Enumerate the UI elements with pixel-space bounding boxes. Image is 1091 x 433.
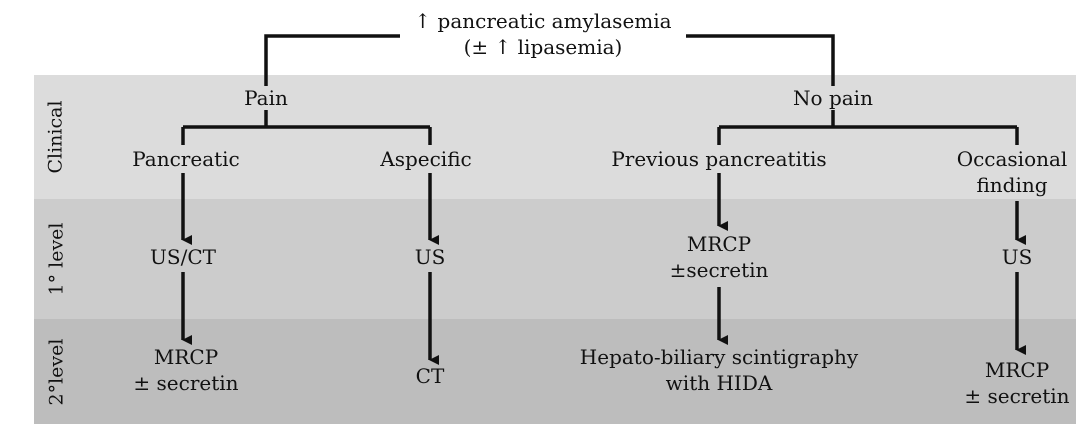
node-mrcp-secretin-3: MRCP ± secretin [964,358,1070,408]
node-hida-scintigraphy: Hepato-biliary scintigraphy with HIDA [579,345,859,395]
node-us-occasional: US [1001,245,1033,269]
node-aspecific: Aspecific [380,147,472,171]
node-us-ct: US/CT [150,245,216,269]
root-to-pain-line [264,34,400,86]
node-no-pain: No pain [793,86,873,110]
node-previous-pancreatitis: Previous pancreatitis [611,147,827,171]
node-pancreatic: Pancreatic [132,147,240,171]
second-level-band [34,319,1076,424]
node-ct: CT [415,364,445,388]
clinical-band [34,75,1076,199]
node-us-aspecific: US [414,245,446,269]
first-level-band [34,199,1076,319]
root-node: ↑ pancreatic amylasemia (± ↑ lipasemia) [414,9,672,59]
node-pain: Pain [244,86,288,110]
root-to-nopain-line [686,34,835,86]
node-mrcp-secretin-1: MRCP ±secretin [669,232,769,282]
node-occasional-finding: Occasional finding [956,147,1068,197]
node-mrcp-secretin-2: MRCP ± secretin [133,345,239,395]
